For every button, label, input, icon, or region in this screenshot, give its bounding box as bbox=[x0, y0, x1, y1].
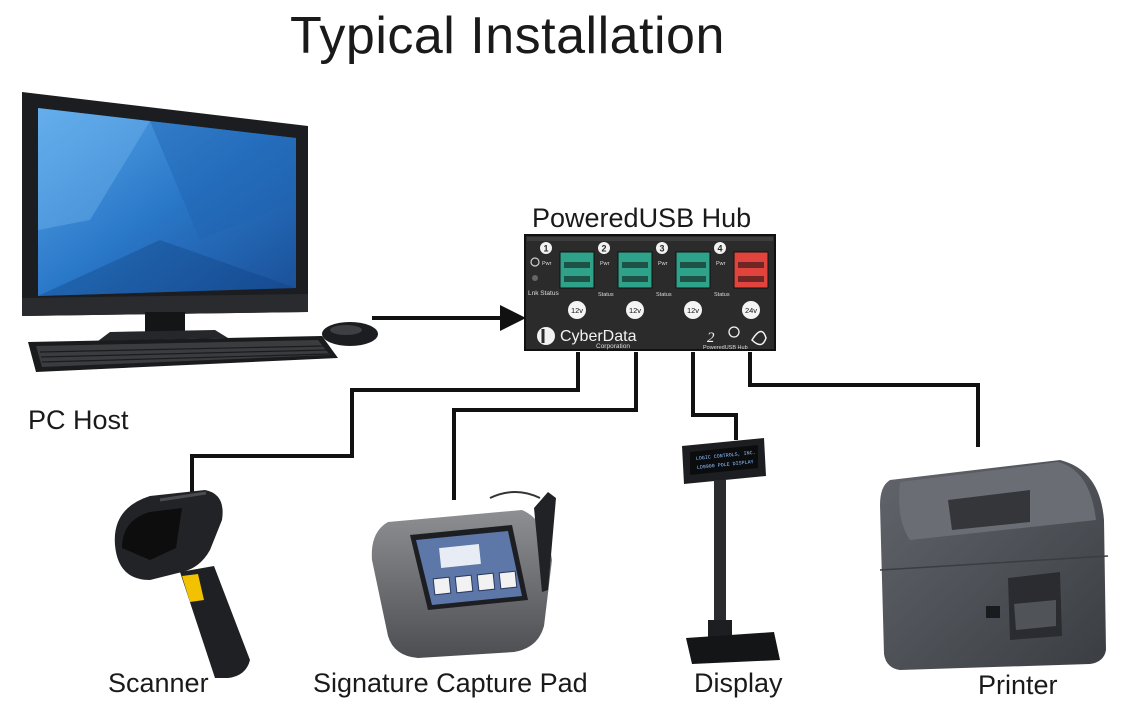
port-status-label: Status bbox=[656, 292, 672, 298]
port-connector bbox=[617, 251, 653, 289]
pole-display-line-2: LD9900 POLE DISPLAY bbox=[697, 459, 754, 471]
voltage-badge bbox=[568, 301, 586, 319]
port-number-badge bbox=[714, 242, 726, 254]
svg-text:2: 2 bbox=[707, 330, 715, 346]
hub-to-printer-line bbox=[748, 352, 980, 447]
scanner-label: Scanner bbox=[108, 668, 209, 698]
port-slot bbox=[564, 276, 590, 282]
port-power-label: Pwr bbox=[600, 261, 610, 267]
voltage-label: 12v bbox=[629, 306, 641, 315]
port-number: 3 bbox=[659, 244, 664, 254]
port-number-badge bbox=[656, 242, 668, 254]
signature-pad-icon bbox=[371, 491, 556, 658]
port-number: 4 bbox=[717, 244, 722, 254]
port-number: 1 bbox=[543, 244, 548, 254]
page-title: Typical Installation bbox=[290, 7, 725, 65]
voltage-badge bbox=[626, 301, 644, 319]
port-connector bbox=[559, 251, 595, 289]
port-number-badge bbox=[540, 242, 552, 254]
port-power-label: Pwr bbox=[542, 261, 552, 267]
hub-to-display-line bbox=[691, 352, 738, 440]
port-power-label: Pwr bbox=[716, 261, 726, 267]
port-slot bbox=[680, 276, 706, 282]
cyberdata-logo: CyberData Corporation bbox=[537, 327, 637, 350]
port-power-label: Pwr bbox=[658, 261, 668, 267]
port-slot bbox=[622, 262, 648, 268]
pc-host-icon bbox=[22, 92, 378, 372]
port-slot bbox=[564, 262, 590, 268]
pc-to-hub-arrow bbox=[372, 305, 526, 331]
hub-to-signature-pad-line bbox=[452, 352, 638, 500]
voltage-label: 12v bbox=[571, 306, 583, 315]
usb2-badge: 2 PoweredUSB Hub bbox=[703, 326, 767, 351]
port-connector bbox=[733, 251, 769, 289]
port-slot bbox=[622, 276, 648, 282]
voltage-label: 12v bbox=[687, 306, 699, 315]
port-status-label: Status bbox=[598, 292, 614, 298]
pc-host-label: PC Host bbox=[28, 405, 129, 435]
voltage-badge bbox=[684, 301, 702, 319]
printer-label: Printer bbox=[978, 670, 1058, 700]
link-status-label: Lnk Status bbox=[528, 290, 559, 297]
connection-lines bbox=[190, 352, 980, 500]
power-icon bbox=[530, 257, 540, 267]
port-number-badge bbox=[598, 242, 610, 254]
port-connector bbox=[675, 251, 711, 289]
hub-to-scanner-line bbox=[190, 352, 580, 492]
voltage-badge bbox=[742, 301, 760, 319]
brand-text: CyberData bbox=[560, 328, 637, 345]
signature-pad-label: Signature Capture Pad bbox=[313, 668, 588, 698]
brand-subtext: Corporation bbox=[596, 343, 630, 350]
port-slot bbox=[738, 276, 764, 282]
port-slot bbox=[738, 262, 764, 268]
pole-display-icon: LOGIC CONTROLS, INC. LD9900 POLE DISPLAY bbox=[682, 438, 780, 664]
poweredusb-hub: Lnk Status 1Pwr12v2PwrStatus12v3PwrStatu… bbox=[524, 234, 776, 351]
port-status-label: Status bbox=[714, 292, 730, 298]
port-number: 2 bbox=[601, 244, 606, 254]
scanner-icon bbox=[114, 490, 250, 678]
port-slot bbox=[680, 262, 706, 268]
model-badge-text: PoweredUSB Hub bbox=[703, 345, 748, 351]
hub-label: PoweredUSB Hub bbox=[532, 203, 752, 233]
printer-icon bbox=[879, 460, 1109, 670]
display-label: Display bbox=[694, 668, 783, 698]
voltage-label: 24v bbox=[745, 306, 757, 315]
